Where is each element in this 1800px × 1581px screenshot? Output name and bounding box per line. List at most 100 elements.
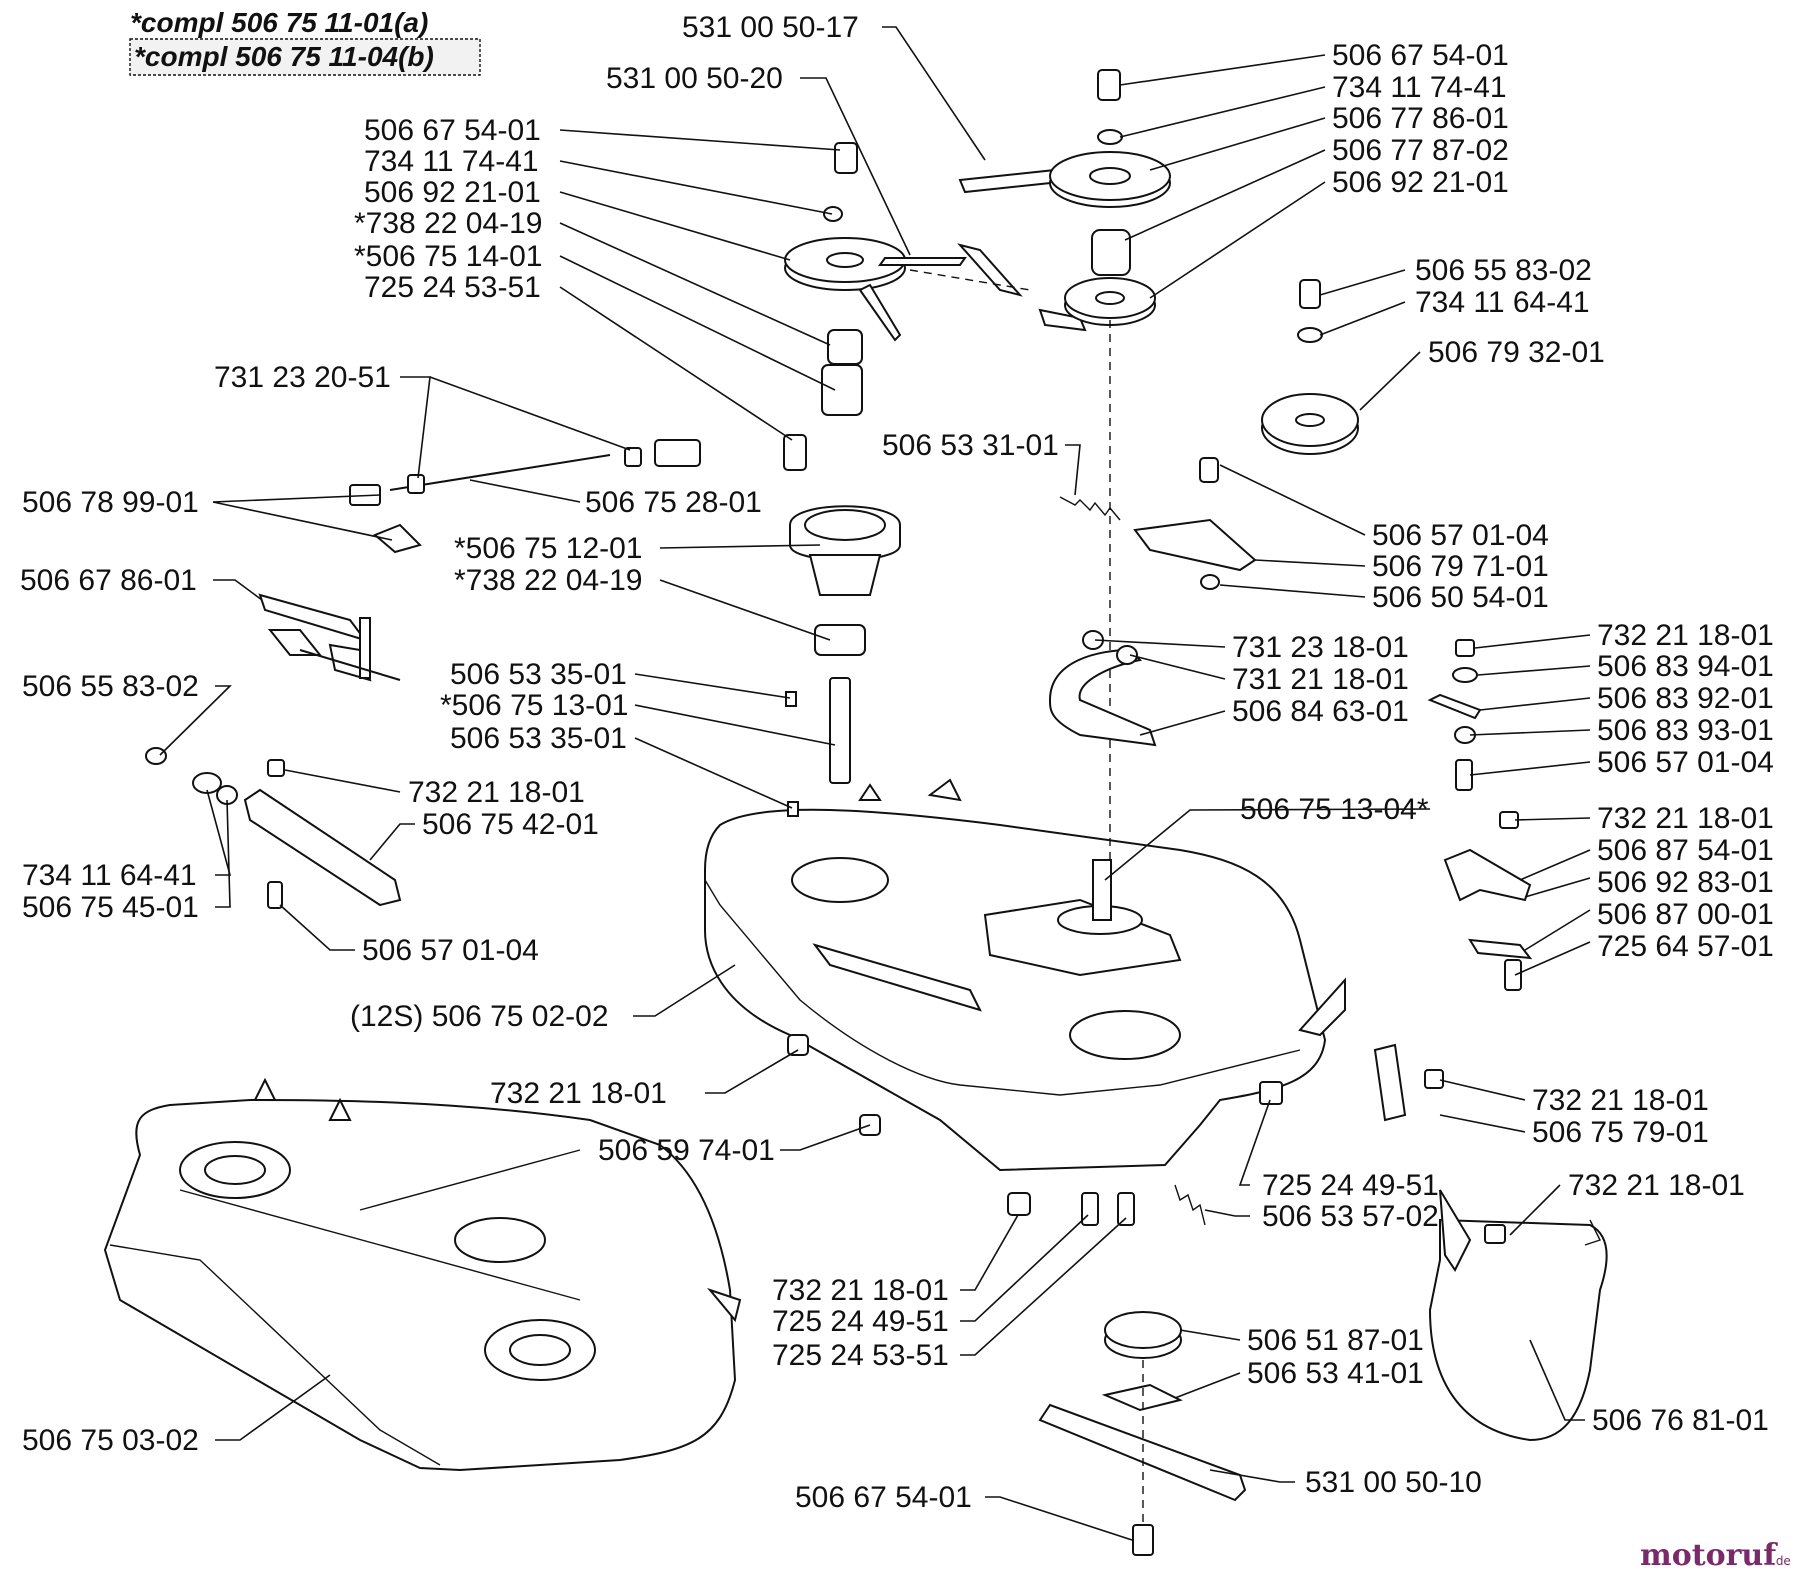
label-506-83-93-01: 506 83 93-01 <box>1597 714 1774 747</box>
label-506-75-13-01: *506 75 13-01 <box>440 689 629 722</box>
rod-clevis-right <box>654 439 701 467</box>
label-506-55-83-02-b: 506 55 83-02 <box>22 670 199 703</box>
header-line-b: *compl 506 75 11-04(b) <box>134 41 434 72</box>
label-506-92-21-01-b: 506 92 21-01 <box>364 176 541 209</box>
leader-lines <box>159 26 1591 1541</box>
label-506-87-54-01: 506 87 54-01 <box>1597 834 1774 867</box>
label-506-79-32-01: 506 79 32-01 <box>1428 336 1605 369</box>
discharge-chute <box>1428 1189 1608 1442</box>
blade-bolt <box>1132 1524 1154 1556</box>
label-731-23-18-01: 731 23 18-01 <box>1232 631 1409 664</box>
label-734-11-74-41-a: 734 11 74-41 <box>1332 71 1507 104</box>
blade <box>1038 1403 1247 1502</box>
left-bearing-upper <box>827 329 863 365</box>
deck-slot-plate <box>812 943 982 1012</box>
label-506-51-87-01: 506 51 87-01 <box>1247 1324 1424 1357</box>
idler-pulley <box>1261 279 1359 455</box>
adjustment-rod <box>349 439 701 554</box>
parts-drawing <box>103 69 1608 1556</box>
label-506-50-54-01: 506 50 54-01 <box>1372 581 1549 614</box>
label-506-67-54-01-b: 506 67 54-01 <box>364 114 541 147</box>
left-bearing-housing <box>785 505 901 817</box>
label-506-55-83-02-a: 506 55 83-02 <box>1415 254 1592 287</box>
label-725-24-53-51-a: 725 24 53-51 <box>364 271 541 304</box>
label-725-64-57-01: 725 64 57-01 <box>1597 930 1774 963</box>
right-top-washer <box>1097 129 1123 145</box>
blade-adapter <box>1101 1383 1183 1412</box>
label-506-67-54-01-c: 506 67 54-01 <box>795 1481 972 1514</box>
left-spindle-shaft <box>829 677 851 784</box>
idler-spring <box>1059 496 1121 521</box>
label-506-92-83-01: 506 92 83-01 <box>1597 866 1774 899</box>
label-506-53-41-01: 506 53 41-01 <box>1247 1357 1424 1390</box>
left-spacer <box>821 364 863 416</box>
label-738-22-04-19-a: *738 22 04-19 <box>354 207 543 240</box>
label-734-11-64-41-a: 734 11 64-41 <box>1415 286 1590 319</box>
left-key-upper <box>785 691 797 707</box>
assembly-header: *compl 506 75 11-01(a) *compl 506 75 11-… <box>129 7 481 76</box>
label-506-87-00-01: 506 87 00-01 <box>1597 898 1774 931</box>
label-506-77-86-01: 506 77 86-01 <box>1332 102 1509 135</box>
label-506-53-31-01: 506 53 31-01 <box>882 429 1059 462</box>
right-bracket-stack <box>1427 639 1533 991</box>
lower-fasteners <box>787 1034 1135 1226</box>
right-top-bolt <box>1097 69 1121 101</box>
label-506-75-12-01: *506 75 12-01 <box>454 532 643 565</box>
watermark-suffix: .de <box>1772 1554 1791 1568</box>
label-506-77-87-02: 506 77 87-02 <box>1332 134 1509 167</box>
label-506-83-94-01: 506 83 94-01 <box>1597 650 1774 683</box>
label-732-21-18-01-d: 732 21 18-01 <box>490 1077 667 1110</box>
belt-section-left <box>858 283 902 342</box>
deck-spring <box>1174 1184 1206 1226</box>
header-line-a: *compl 506 75 11-01(a) <box>130 7 428 38</box>
label-506-53-35-01-b: 506 53 35-01 <box>450 722 627 755</box>
deck-center-plate <box>983 898 1182 977</box>
link-bracket <box>258 593 401 682</box>
label-506-75-79-01: 506 75 79-01 <box>1532 1116 1709 1149</box>
idler-arm <box>1059 457 1257 590</box>
deck-bracket-right <box>1298 977 1346 1037</box>
label-506-59-74-01: 506 59 74-01 <box>598 1134 775 1167</box>
label-725-24-53-51-b: 725 24 53-51 <box>772 1339 949 1372</box>
label-738-22-04-19-b: *738 22 04-19 <box>454 564 643 597</box>
label-734-11-74-41-b: 734 11 74-41 <box>364 145 539 178</box>
blade-assembly <box>1038 1311 1247 1556</box>
label-734-11-64-41-b: 734 11 64-41 <box>22 859 197 892</box>
deck-spindle-shaft <box>1092 859 1112 921</box>
deck-lower-cover <box>103 1077 742 1472</box>
header-highlight-box <box>129 38 481 76</box>
label-506-83-92-01: 506 83 92-01 <box>1597 682 1774 715</box>
label-506-53-35-01-a: 506 53 35-01 <box>450 658 627 691</box>
label-506-75-14-01: *506 75 14-01 <box>354 240 543 273</box>
label-506-75-02-02: (12S) 506 75 02-02 <box>350 1000 609 1033</box>
idler-bolt <box>1299 279 1321 309</box>
label-506-75-45-01: 506 75 45-01 <box>22 891 199 924</box>
label-506-67-86-01: 506 67 86-01 <box>20 564 197 597</box>
label-731-23-20-51: 731 23 20-51 <box>214 361 391 394</box>
right-spindle-stack <box>1049 69 1171 860</box>
idler-washer <box>1297 327 1323 343</box>
label-732-21-18-01-a: 732 21 18-01 <box>1597 619 1774 652</box>
label-732-21-18-01-f: 732 21 18-01 <box>1568 1169 1745 1202</box>
label-506-53-57-02: 506 53 57-02 <box>1262 1200 1439 1233</box>
label-506-75-03-02: 506 75 03-02 <box>22 1424 199 1457</box>
label-531-00-50-20: 531 00 50-20 <box>606 62 783 95</box>
label-725-24-49-51-a: 725 24 49-51 <box>1262 1169 1439 1202</box>
deck-side-bracket <box>859 1043 1444 1226</box>
label-506-79-71-01: 506 79 71-01 <box>1372 550 1549 583</box>
left-top-bolt <box>834 142 858 174</box>
belt-section-top <box>958 168 1062 194</box>
label-506-84-63-01: 506 84 63-01 <box>1232 695 1409 728</box>
label-506-57-01-04-c: 506 57 01-04 <box>362 934 539 967</box>
deck-spindle-hole-right <box>1069 1010 1181 1060</box>
left-top-washer <box>823 206 843 222</box>
label-506-78-99-01: 506 78 99-01 <box>22 486 199 519</box>
left-key-lower <box>787 801 799 817</box>
label-506-75-28-01: 506 75 28-01 <box>585 486 762 519</box>
lift-arm <box>145 747 402 909</box>
label-725-24-49-51-b: 725 24 49-51 <box>772 1305 949 1338</box>
label-732-21-18-01-g: 732 21 18-01 <box>772 1274 949 1307</box>
left-bearing-bolt <box>783 434 807 471</box>
watermark-logo: motoruf .de <box>1640 1538 1791 1573</box>
